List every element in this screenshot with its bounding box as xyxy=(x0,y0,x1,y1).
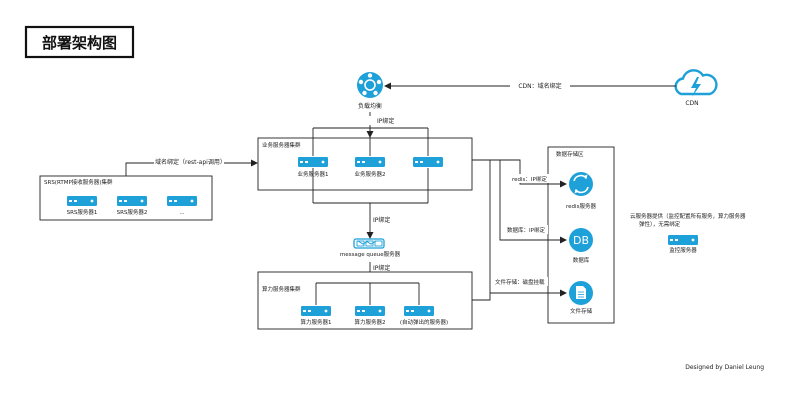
business-server-1 xyxy=(298,157,328,167)
monitor-note-line1: 云服务器提供（监控配置所有服务，算力服务器 xyxy=(630,212,746,220)
page-title: 部署架构图 xyxy=(42,34,117,52)
svg-text:DB: DB xyxy=(573,234,589,247)
monitor-server xyxy=(668,235,698,245)
business-server-3 xyxy=(413,157,443,167)
edge-label-mq-ip-bottom: IP绑定 xyxy=(373,264,390,272)
monitor-server-label: 监控服务器 xyxy=(669,246,697,254)
srs-server-2-label: SRS服务器2 xyxy=(117,208,148,216)
compute-server-1-label: 算力服务器1 xyxy=(301,318,332,326)
edge-label-mq-ip-top: IP绑定 xyxy=(373,216,390,224)
compute-server-3-label: (自动弹出的服务器) xyxy=(400,318,448,326)
redis-sync-icon xyxy=(569,172,593,196)
credit-text: Designed by Daniel Leung xyxy=(685,364,764,371)
compute-server-1 xyxy=(301,306,331,316)
storage-area: 数据存储区 redis服务器 DB 数据库 文件存储 xyxy=(547,146,615,324)
srs-server-1 xyxy=(67,196,97,206)
srs-server-3 xyxy=(167,196,197,206)
compute-cluster: 算力服务器集群 算力服务器1 算力服务器2 (自动弹出的服务器) xyxy=(257,271,473,330)
database-icon: DB xyxy=(569,228,593,252)
srs-server-2 xyxy=(117,196,147,206)
storage-area-label: 数据存储区 xyxy=(556,150,584,158)
business-cluster-label: 业务服务器集群 xyxy=(262,141,301,149)
business-server-2-label: 业务服务器2 xyxy=(355,170,386,178)
message-queue-label: message queue服务器 xyxy=(340,250,401,258)
message-queue-icon xyxy=(353,238,385,249)
cdn-label: CDN xyxy=(685,100,698,107)
edge-label-srs-domain: 域名绑定（rest-api调用） xyxy=(155,158,226,166)
file-storage-icon xyxy=(569,281,593,305)
business-cluster: 业务服务器集群 业务服务器1 业务服务器2 xyxy=(257,127,473,204)
business-server-2 xyxy=(355,157,385,167)
srs-server-3-label: ... xyxy=(179,210,184,216)
redis-label: redis服务器 xyxy=(566,202,596,210)
srs-cluster-label: SRS(RTMP接收服务器)集群 xyxy=(44,178,113,186)
database-label: 数据库 xyxy=(573,256,590,264)
compute-server-2 xyxy=(355,306,385,316)
edge-label-db-ip: 数据库：IP绑定 xyxy=(507,226,545,234)
monitor-note-line2: 弹性），无需绑定 xyxy=(639,220,681,228)
title-box: 部署架构图 xyxy=(24,25,135,59)
load-balancer-icon xyxy=(357,72,383,98)
srs-cluster: SRS(RTMP接收服务器)集群 SRS服务器1 SRS服务器2 ... xyxy=(39,175,213,221)
load-balancer-label: 负载均衡 xyxy=(358,102,382,110)
edge-label-redis-ip: redis：IP绑定 xyxy=(512,175,547,183)
compute-cluster-label: 算力服务器集群 xyxy=(262,285,301,293)
business-server-1-label: 业务服务器1 xyxy=(298,170,329,178)
edge-label-lb-ip: IP绑定 xyxy=(377,117,394,125)
edge-label-cdn-domain: CDN：域名绑定 xyxy=(518,82,561,90)
cloud-lightning-icon xyxy=(674,69,718,97)
compute-server-2-label: 算力服务器2 xyxy=(355,318,386,326)
file-storage-label: 文件存储 xyxy=(570,307,593,315)
compute-server-3 xyxy=(404,306,434,316)
srs-server-1-label: SRS服务器1 xyxy=(67,208,98,216)
edge-label-file-storage: 文件存储：磁盘挂载 xyxy=(495,278,545,286)
